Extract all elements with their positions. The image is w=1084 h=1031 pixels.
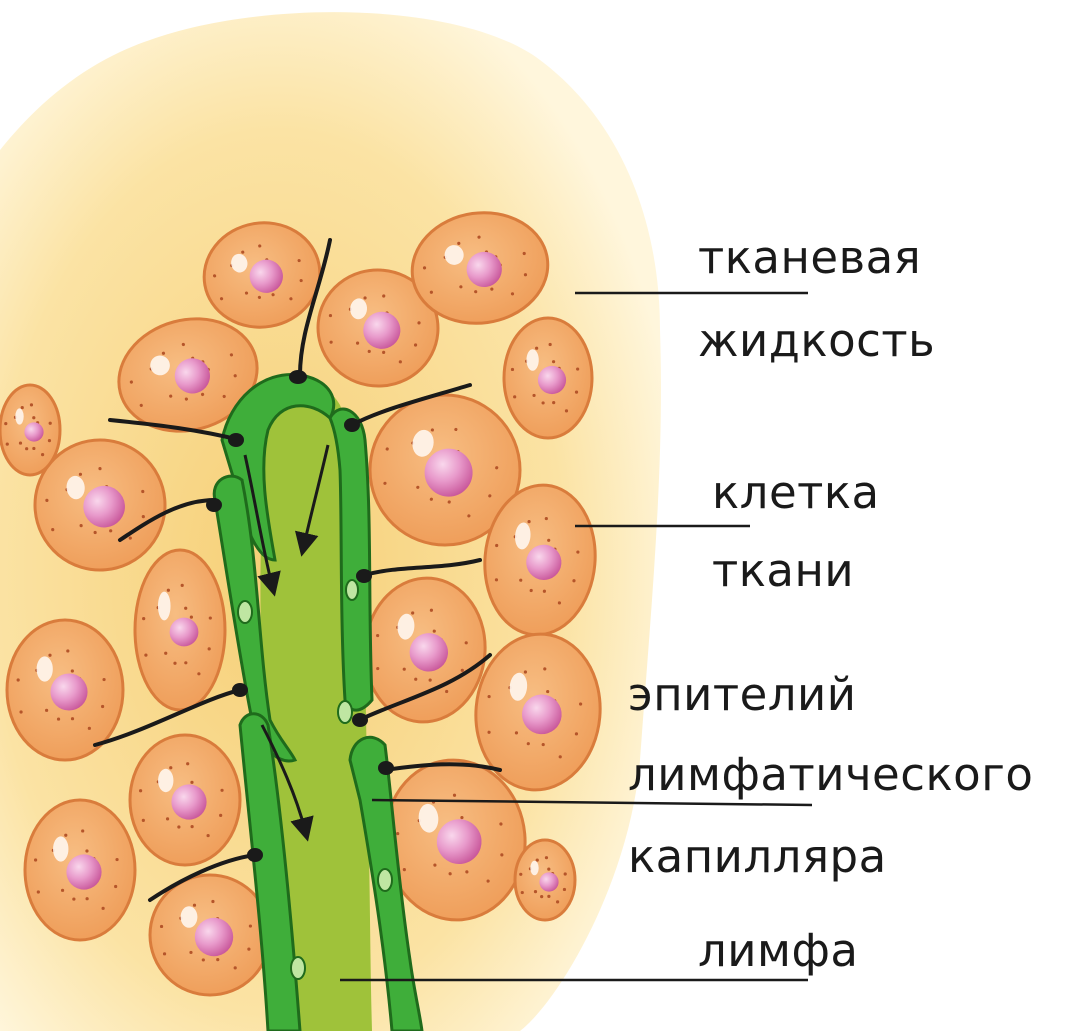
- cell-nucleus: [538, 366, 566, 394]
- epithelial-nucleus: [291, 957, 305, 979]
- tissue-cell: [7, 620, 123, 760]
- epithelial-nucleus: [378, 869, 392, 891]
- label-tissue-cell-line2: ткани: [712, 548, 854, 593]
- cell-nucleus: [539, 872, 558, 891]
- label-tissue-fluid-line1: тканевая: [698, 235, 921, 280]
- label-epithelium-line3: капилляра: [628, 834, 887, 879]
- cell-nucleus: [50, 673, 87, 710]
- cell-nucleus: [171, 784, 206, 819]
- label-epithelium-line1: эпителий: [628, 672, 857, 717]
- cell-nucleus: [170, 618, 199, 647]
- epithelial-nucleus: [346, 580, 358, 600]
- tissue-cell: [150, 875, 270, 995]
- tissue-cell: [25, 800, 135, 940]
- tissue-cell: [130, 735, 240, 865]
- label-tissue-cell-line1: клетка: [712, 470, 880, 515]
- cell-nucleus: [24, 422, 43, 441]
- tissue-cell: [0, 385, 60, 475]
- tissue-cell: [504, 318, 592, 438]
- tissue-cell: [135, 550, 225, 710]
- label-epithelium-line2: лимфатического: [628, 752, 1033, 797]
- cell-nucleus: [66, 854, 101, 889]
- epithelial-nucleus: [238, 601, 252, 623]
- epithelial-nucleus: [338, 701, 352, 723]
- cell-nucleus: [195, 918, 233, 956]
- label-lymph: лимфа: [698, 928, 859, 973]
- label-tissue-fluid-line2: жидкость: [698, 318, 935, 363]
- tissue-cell: [515, 840, 575, 920]
